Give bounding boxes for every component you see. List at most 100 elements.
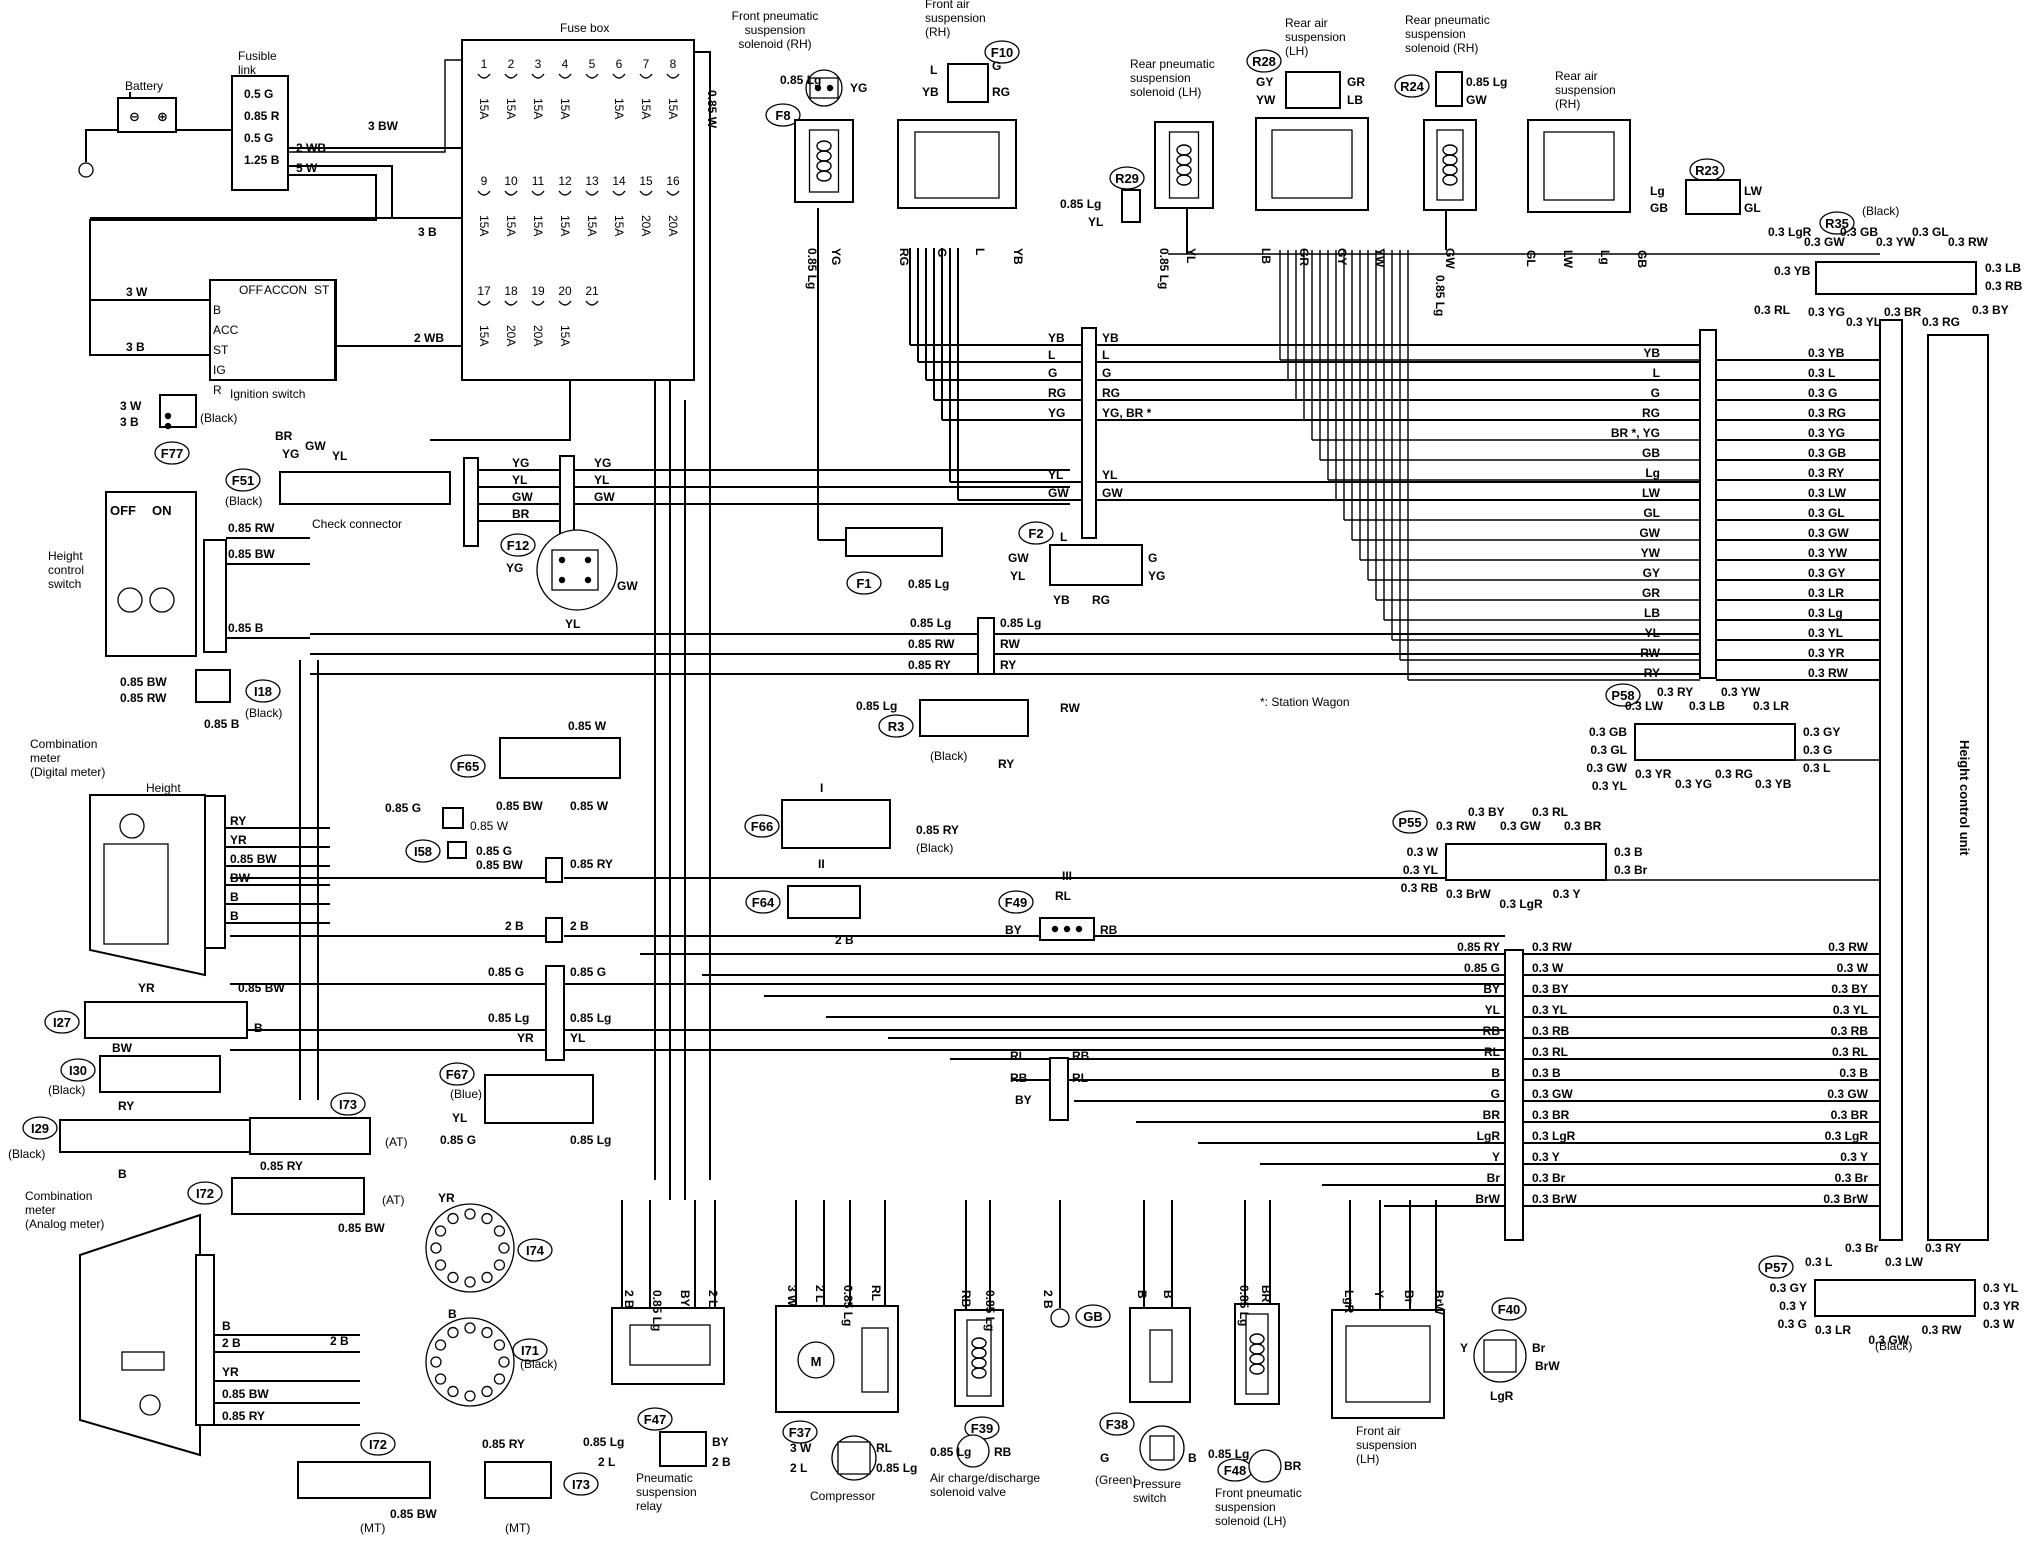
rear-rh-wire-label: GB	[1635, 250, 1649, 268]
i71-connector	[425, 1317, 515, 1407]
fuse-number: 17	[477, 284, 491, 298]
front-pneumatic-lh-solenoid-coil	[1249, 1363, 1265, 1375]
junction-dot	[1063, 925, 1071, 933]
f12-tag-text: F12	[507, 538, 529, 553]
f67-blue: (Blue)	[450, 1087, 482, 1101]
harness-right-out-label: 0.3 GW	[1808, 526, 1849, 540]
i29-tag-text: I29	[31, 1121, 49, 1136]
harness-right-in-label: RG	[1642, 406, 1660, 420]
junction-iii-label: RB	[1010, 1071, 1028, 1085]
lower-left-label: 0.85 G	[1464, 961, 1500, 975]
rear-air-lh-inner	[1271, 129, 1353, 199]
i27-connector	[84, 1001, 248, 1039]
motor-label: M	[811, 1354, 822, 1369]
splice-label: 0.85 Lg	[488, 1011, 529, 1025]
fuse-icon	[585, 300, 599, 306]
f12-label: GW	[617, 579, 638, 593]
fuse-out	[430, 380, 571, 441]
i72-tag-text: I72	[196, 1186, 214, 1201]
compressor-title: Compressor	[810, 1489, 875, 1503]
front-air-lh-label: BrW	[1432, 1290, 1446, 1315]
splice-label: YR	[517, 1031, 534, 1045]
relay-wire-label: 0.85 Lg	[650, 1290, 664, 1331]
lower-mid-label: 0.3 LgR	[1532, 1129, 1576, 1143]
p58-bottom-label: 0.3 YB	[1755, 777, 1792, 791]
fuse-box	[461, 39, 695, 381]
p58-tag	[1605, 683, 1641, 707]
r3-connector	[919, 699, 1029, 737]
p55-top-label: 0.3 RL	[1532, 805, 1568, 819]
r28-wire-label: GY	[1335, 248, 1349, 265]
check-row-label: GW	[512, 490, 533, 504]
lower-left-label: BR	[1483, 1108, 1501, 1122]
p58-top-label: 0.3 RY	[1657, 685, 1693, 699]
f77-black: (Black)	[200, 411, 237, 425]
air-valve-solenoid-inner	[966, 1319, 992, 1397]
fuse-amp: 15A	[477, 215, 491, 236]
i74-label: YR	[438, 1191, 455, 1205]
r35-top-label: 0.3 GW	[1804, 235, 1845, 249]
f38-label: G	[1100, 1451, 1109, 1465]
f8-tag-text: F8	[775, 108, 790, 123]
i18-label: 0.85 BW	[120, 675, 167, 689]
p57-bottom-label: 0.3 RW	[1922, 1323, 1962, 1337]
f49-label: BY	[1005, 923, 1022, 937]
r35-tag	[1819, 211, 1855, 235]
f47-label: BY	[712, 1435, 729, 1449]
fuse-amp: 15A	[585, 215, 599, 236]
f10-label: G	[992, 59, 1001, 73]
lower-right-label: 0.3 B	[1839, 1066, 1868, 1080]
f51-label: YG	[282, 447, 299, 461]
wire-3w-label: 3 W	[126, 285, 148, 299]
box	[809, 77, 839, 99]
mid-junction	[977, 617, 995, 675]
i73-tag-text: I73	[339, 1097, 357, 1112]
lower-right-label: 0.3 Y	[1840, 1150, 1868, 1164]
fuse-number: 8	[670, 57, 677, 71]
lower-left-label: 0.85 RY	[1457, 940, 1500, 954]
harness-right-out-label: 0.3 RG	[1808, 406, 1846, 420]
i71-pin	[464, 1390, 476, 1402]
ignition-header: OFF	[239, 283, 263, 297]
f51-label: YL	[332, 449, 347, 463]
p55-bottom-label: 0.3 LgR	[1499, 897, 1543, 911]
box	[551, 549, 599, 591]
r23-label: Lg	[1650, 184, 1665, 198]
relay-wire-label: 2 B	[622, 1290, 636, 1309]
f51-tag-text: F51	[232, 473, 254, 488]
r3-label: 0.85 Lg	[856, 699, 897, 713]
i74-pin	[430, 1242, 442, 1254]
digital-wire-label: YR	[230, 833, 247, 847]
harness-right-in-label: GB	[1642, 446, 1660, 460]
r24-connector	[1435, 71, 1463, 107]
rear-rh-wire-label: Lg	[1598, 250, 1612, 265]
i71-pin	[493, 1339, 506, 1351]
i73-label: 0.85 RY	[260, 1159, 303, 1173]
p58-bottom-label: 0.3 YR	[1635, 767, 1672, 781]
harness-mid-label: RG	[1102, 386, 1120, 400]
r24-wire-label: GW	[1443, 248, 1457, 269]
compressor-coil	[861, 1327, 889, 1393]
front-lh-sol-label: 0.85 Lg	[1237, 1285, 1251, 1326]
box	[1483, 1339, 1517, 1373]
fuse-number: 15	[639, 174, 653, 188]
rear-lh-sol-label: 0.85 Lg	[1157, 248, 1171, 289]
p55-top-label: 0.3 BY	[1468, 805, 1505, 819]
harness-left-label: YL	[1048, 468, 1063, 482]
ground-icon	[78, 162, 94, 178]
rear-pneumatic-lh-solenoid-coil	[1176, 174, 1192, 186]
lower-harness-junction	[1504, 949, 1524, 1241]
splice-label: 2 B	[570, 919, 589, 933]
i71-pin	[434, 1339, 447, 1351]
f77-tag-text: F77	[161, 446, 183, 461]
f1-tag-text: F1	[856, 576, 871, 591]
p55-top-label: 0.3 RW	[1436, 819, 1476, 833]
pressure-wire-label: B	[1135, 1290, 1149, 1299]
lower-right-label: 0.3 BR	[1831, 1108, 1869, 1122]
f2-label: GW	[1008, 551, 1029, 565]
r28-label: YW	[1256, 93, 1276, 107]
ignition-header: ST	[314, 283, 330, 297]
junction-iii	[1049, 1057, 1069, 1121]
check-row-r-label: YL	[594, 473, 609, 487]
